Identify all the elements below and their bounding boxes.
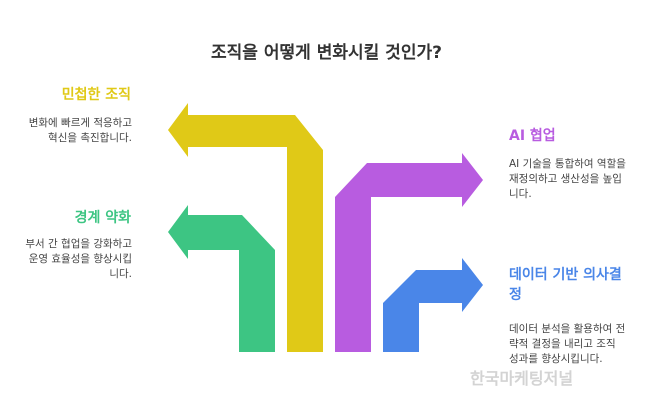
heading-data: 데이터 기반 의사결정 [509,267,622,303]
desc-data: 데이터 분석을 활용하여 전략적 결정을 내리고 조직 성과를 향상시킵니다. [509,323,626,365]
desc-boundary: 부서 간 협업을 강화하고 운영 효율성을 향상시킵니다. [25,238,132,280]
arrow-data [383,258,483,352]
heading-boundary: 경계 약화 [74,210,131,226]
desc-ai: AI 기술을 통합하여 역할을 재정의하고 생산성을 높입니다. [509,158,626,200]
heading-agile: 민첩한 조직 [61,87,131,103]
desc-agile: 변화에 빠르게 적응하고 혁신을 촉진합니다. [28,117,132,144]
diagram-title: 조직을 어떻게 변화시킬 것인가? [211,43,442,63]
heading-ai: AI 협업 [509,128,556,144]
arrow-boundary [168,205,275,352]
arrow-ai [335,153,483,352]
arrow-agile [168,103,323,352]
watermark: 한국마케팅저널 [470,369,574,388]
